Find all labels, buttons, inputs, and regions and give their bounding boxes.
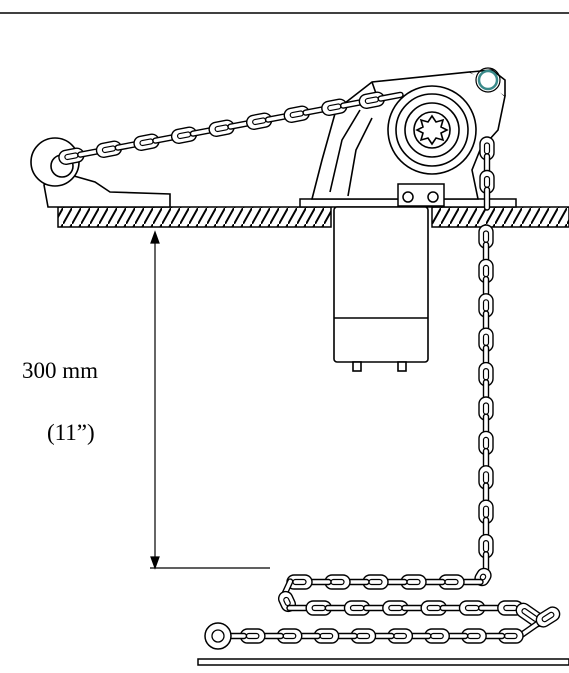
chain-link-icon (438, 574, 465, 590)
housing-rib-inner (329, 109, 361, 193)
chain-link-icon (478, 224, 494, 249)
deck-left-section (57, 206, 332, 228)
chain-link-icon (313, 628, 340, 644)
chain-link-icon (133, 133, 160, 151)
gypsy-wheel-icon (387, 85, 477, 175)
chain-link-icon (321, 98, 348, 116)
chain-link-icon (382, 600, 409, 616)
chain-link-icon (478, 465, 494, 490)
chain-link-icon (358, 91, 385, 109)
motor-foot-left (352, 361, 362, 372)
chain-link-icon (208, 119, 235, 137)
gypsy-spline (415, 114, 449, 146)
chain-link-icon (400, 574, 427, 590)
deck-right-section (431, 206, 569, 228)
chain-link-icon (478, 327, 494, 353)
chain-link-icon (458, 600, 486, 616)
chain-end-ring-inner (211, 629, 225, 643)
motor-icon (333, 206, 429, 372)
clamp-block (397, 183, 445, 207)
chain-link-icon (239, 628, 266, 644)
dimension-label-imperial: (11”) (47, 420, 95, 445)
chain-link-icon (483, 186, 491, 211)
chain-link-icon (420, 600, 448, 616)
dimension-marker (150, 230, 270, 570)
chain-link-icon (479, 169, 495, 194)
motor-foot-right (397, 361, 407, 372)
chain-stripper-ring-outline (475, 67, 501, 93)
clamp-bolt-right (427, 191, 439, 203)
housing-rib-outer (347, 117, 373, 197)
chain-stripper-ring (477, 69, 499, 91)
chain (58, 91, 561, 650)
chain-link-icon (362, 574, 389, 590)
chain-link-icon (95, 140, 123, 158)
clamp-bolt-left (402, 191, 414, 203)
deck (57, 206, 569, 228)
chain-link-icon (377, 91, 404, 102)
chain-link-icon (246, 112, 273, 130)
chain-link-icon (478, 293, 494, 318)
dimension-label-metric: 300 mm (22, 358, 99, 383)
chain-link-icon (535, 606, 561, 628)
locker-floor (197, 658, 569, 666)
chain-link-icon (283, 105, 310, 123)
